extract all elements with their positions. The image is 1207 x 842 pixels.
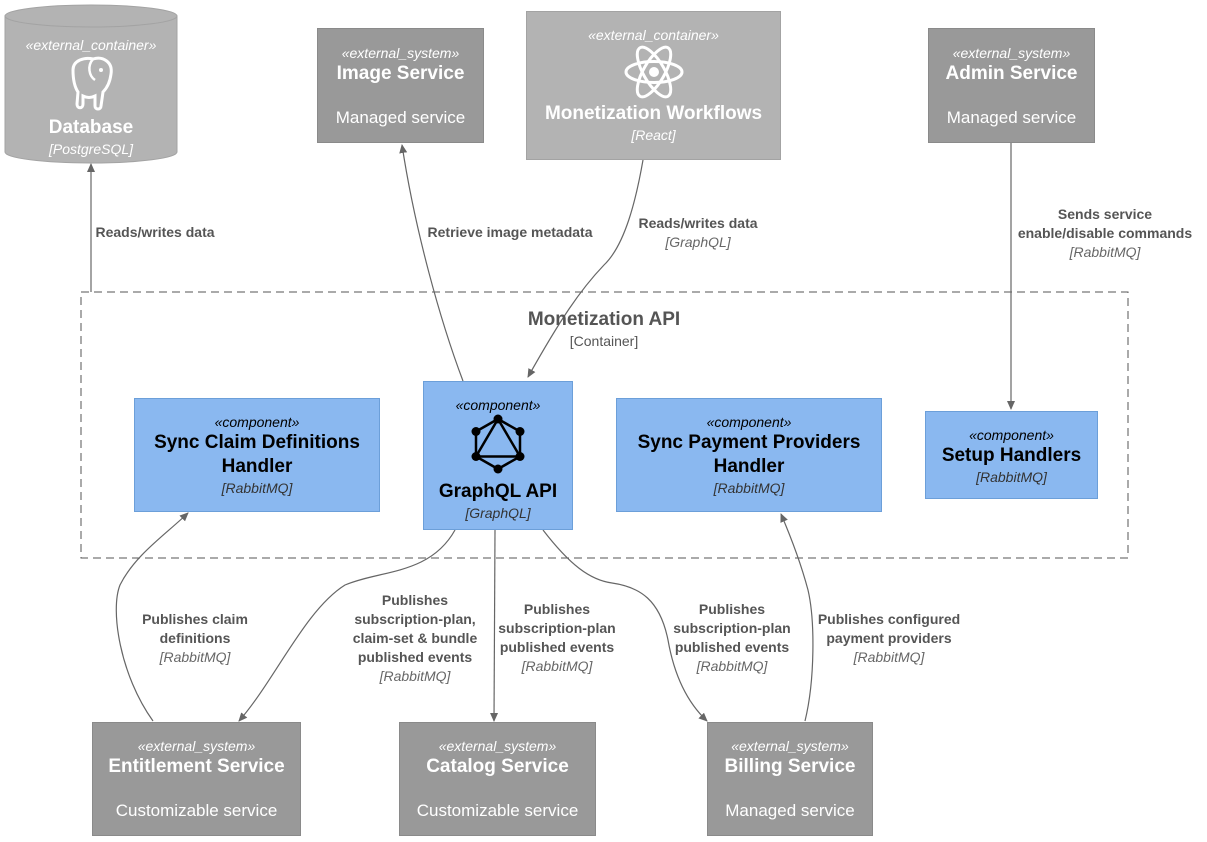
edge-image bbox=[399, 144, 464, 382]
edge-workflows bbox=[527, 159, 644, 378]
edge-entitlement-tech: [RabbitMQ] bbox=[379, 668, 451, 684]
edge-payment-text-line2: payment providers bbox=[826, 630, 952, 646]
workflows-stereotype: «external_container» bbox=[588, 27, 719, 43]
graphql-tech: [GraphQL] bbox=[465, 505, 531, 521]
graphql-stereotype: «component» bbox=[455, 397, 541, 413]
edge-billing-text-line2: subscription-plan bbox=[673, 620, 791, 636]
edge-claims-label: Publishes claim definitions [RabbitMQ] bbox=[125, 610, 265, 667]
entitlement-node[interactable]: «external_system» Entitlement Service Cu… bbox=[92, 722, 301, 836]
edge-entitlement-text-line3: claim-set & bundle bbox=[352, 630, 478, 646]
react-icon bbox=[527, 44, 780, 100]
boundary-type: [Container] bbox=[569, 333, 639, 349]
image-service-title: Image Service bbox=[336, 63, 465, 84]
admin-service-title: Admin Service bbox=[945, 63, 1078, 84]
database-tech: [PostgreSQL] bbox=[48, 141, 134, 157]
container-boundary bbox=[80, 291, 1129, 559]
sync-claims-stereotype: «component» bbox=[214, 414, 300, 430]
workflows-tech: [React] bbox=[631, 127, 676, 143]
edge-catalog-text-line1: Publishes bbox=[523, 601, 591, 617]
edge-image-label: Retrieve image metadata bbox=[410, 223, 610, 242]
edge-entitlement-label: Publishes subscription-plan, claim-set &… bbox=[340, 591, 490, 686]
edge-workflows-tech: [GraphQL] bbox=[665, 234, 731, 250]
sync-claims-title-line1: Sync Claim Definitions bbox=[154, 432, 360, 453]
sync-payment-tech: [RabbitMQ] bbox=[713, 480, 785, 496]
edge-catalog-text-line3: published events bbox=[499, 639, 615, 655]
edge-billing-text-line3: published events bbox=[674, 639, 790, 655]
edge-admin-text-line1: Sends service bbox=[1057, 206, 1153, 222]
edge-catalog-text-line2: subscription-plan bbox=[498, 620, 616, 636]
setup-stereotype: «component» bbox=[969, 427, 1054, 443]
billing-stereotype: «external_system» bbox=[731, 738, 849, 754]
edge-claims-text-line2: definitions bbox=[159, 630, 231, 646]
entitlement-desc: Customizable service bbox=[115, 801, 278, 820]
edge-catalog bbox=[490, 529, 499, 722]
sync-payment-stereotype: «component» bbox=[706, 414, 792, 430]
edge-catalog-label: Publishes subscription-plan published ev… bbox=[487, 600, 627, 676]
image-service-desc: Managed service bbox=[335, 108, 466, 127]
edge-workflows-label: Reads/writes data [GraphQL] bbox=[623, 214, 773, 252]
edge-payment-text-line1: Publishes configured bbox=[817, 611, 961, 627]
boundary-title: Monetization API bbox=[527, 309, 681, 330]
edge-payment-label: Publishes configured payment providers [… bbox=[809, 610, 969, 667]
edge-db-label: Reads/writes data bbox=[80, 223, 230, 242]
edge-claims bbox=[115, 512, 189, 722]
catalog-stereotype: «external_system» bbox=[438, 738, 557, 754]
sync-payment-node[interactable]: «component» Sync Payment Providers Handl… bbox=[616, 398, 882, 512]
admin-service-stereotype: «external_system» bbox=[952, 45, 1071, 61]
database-stereotype: «external_container» bbox=[25, 37, 157, 53]
sync-claims-node[interactable]: «component» Sync Claim Definitions Handl… bbox=[134, 398, 380, 512]
image-service-stereotype: «external_system» bbox=[341, 45, 460, 61]
workflows-title: Monetization Workflows bbox=[544, 103, 763, 124]
catalog-node[interactable]: «external_system» Catalog Service Custom… bbox=[399, 722, 596, 836]
billing-desc: Managed service bbox=[725, 801, 855, 820]
edge-admin-tech: [RabbitMQ] bbox=[1069, 244, 1141, 260]
workflows-node[interactable]: «external_container» Monetization Workfl… bbox=[526, 11, 781, 160]
image-service-node[interactable]: «external_system» Image Service Managed … bbox=[317, 28, 484, 143]
database-title: Database bbox=[48, 117, 134, 138]
database-label: «external_container» Database [PostgreSQ… bbox=[5, 36, 177, 158]
billing-node[interactable]: «external_system» Billing Service Manage… bbox=[707, 722, 873, 836]
sync-payment-title-line2: Handler bbox=[713, 456, 785, 477]
catalog-desc: Customizable service bbox=[416, 801, 579, 820]
edge-payment bbox=[780, 513, 814, 722]
setup-title: Setup Handlers bbox=[941, 445, 1082, 466]
setup-node[interactable]: «component» Setup Handlers [RabbitMQ] bbox=[925, 411, 1098, 499]
edge-db-text: Reads/writes data bbox=[95, 224, 215, 240]
edge-billing-tech: [RabbitMQ] bbox=[696, 658, 768, 674]
edge-image-text: Retrieve image metadata bbox=[427, 224, 593, 240]
graphql-node[interactable]: «component» GraphQL API [GraphQL] bbox=[423, 381, 573, 530]
catalog-title: Catalog Service bbox=[426, 756, 569, 777]
edge-catalog-tech: [RabbitMQ] bbox=[521, 658, 593, 674]
edge-claims-text-line1: Publishes claim bbox=[142, 611, 248, 627]
entitlement-title: Entitlement Service bbox=[108, 756, 285, 777]
setup-tech: [RabbitMQ] bbox=[976, 469, 1047, 485]
edge-payment-tech: [RabbitMQ] bbox=[853, 649, 925, 665]
admin-service-desc: Managed service bbox=[946, 108, 1077, 127]
billing-title: Billing Service bbox=[724, 756, 856, 777]
edge-billing bbox=[542, 529, 708, 722]
graphql-icon bbox=[424, 414, 572, 476]
sync-claims-title-line2: Handler bbox=[221, 456, 293, 477]
edge-entitlement-text-line4: published events bbox=[357, 649, 473, 665]
edge-workflows-text: Reads/writes data bbox=[638, 215, 758, 231]
sync-payment-title-line1: Sync Payment Providers bbox=[637, 432, 861, 453]
edge-entitlement-text-line2: subscription-plan, bbox=[354, 611, 476, 627]
edge-entitlement-text-line1: Publishes bbox=[381, 592, 449, 608]
database-node[interactable] bbox=[4, 4, 178, 164]
edge-admin-label: Sends service enable/disable commands [R… bbox=[1006, 205, 1204, 262]
edge-entitlement bbox=[238, 529, 456, 722]
admin-service-node[interactable]: «external_system» Admin Service Managed … bbox=[928, 28, 1095, 143]
edge-billing-label: Publishes subscription-plan published ev… bbox=[662, 600, 802, 676]
postgresql-elephant-icon bbox=[5, 54, 177, 116]
graphql-title: GraphQL API bbox=[438, 481, 558, 502]
sync-claims-tech: [RabbitMQ] bbox=[221, 480, 293, 496]
entitlement-stereotype: «external_system» bbox=[137, 738, 256, 754]
edge-claims-tech: [RabbitMQ] bbox=[159, 649, 231, 665]
edge-billing-text-line1: Publishes bbox=[698, 601, 766, 617]
edge-admin-text-line2: enable/disable commands bbox=[1017, 225, 1193, 241]
